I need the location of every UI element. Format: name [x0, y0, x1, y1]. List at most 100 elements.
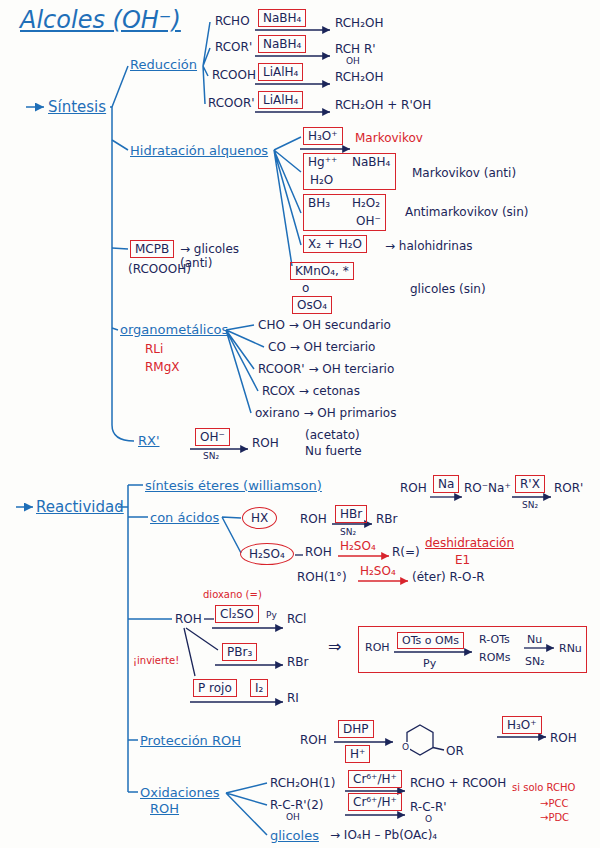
note-label: oxirano → OH primarios — [255, 406, 396, 420]
note-label: →PCC — [540, 798, 568, 810]
note-label: ¡invierte! — [133, 655, 179, 667]
drawn-stroke — [358, 580, 408, 581]
note-label: ROH — [550, 731, 577, 745]
reagent-text: ROMs — [479, 651, 511, 664]
drawn-stroke — [345, 790, 405, 791]
note-label: E1 — [455, 553, 470, 567]
reagent-box: I₂ — [250, 679, 268, 697]
reagent-box: ROHPyR-OTsROMsNuSN₂RNuOTs o OMs — [358, 626, 587, 673]
tree-lines — [16, 22, 301, 835]
reagent-text: BH₃ — [308, 196, 330, 210]
reagent-box: OsO₄ — [292, 296, 332, 314]
note-label: glicoles — [270, 828, 319, 843]
reagent-text: OsO₄ — [297, 298, 327, 312]
drawn-stroke — [345, 814, 405, 815]
reagent-text: ROH — [365, 641, 390, 654]
acid-arrows — [338, 556, 408, 581]
reagent-text: P rojo — [198, 681, 232, 695]
drawn-stroke — [300, 148, 350, 149]
reagent-text: HBr — [340, 507, 362, 521]
drawn-stroke — [190, 701, 283, 702]
note-label: CO → OH terciario — [268, 340, 375, 354]
reagent-box: LiAlH₄ — [258, 91, 303, 109]
reagent-text: RNu — [559, 642, 582, 655]
reagent-text: Hg⁺⁺ — [308, 155, 337, 169]
reagent-text: Nu — [527, 633, 542, 646]
note-label: o — [302, 281, 309, 295]
reagent-box: LiAlH₄ — [258, 63, 303, 81]
drawn-stroke — [512, 496, 551, 497]
note-label: SN₂ — [522, 500, 538, 511]
reagent-text: X₂ + H₂O — [308, 237, 362, 251]
reagent-text: Cl₂SO — [220, 607, 254, 621]
drawn-stroke — [274, 137, 301, 266]
note-label: → halohidrinas — [385, 239, 473, 253]
drawn-stroke — [203, 22, 210, 104]
note-label: RLi — [145, 342, 163, 356]
reagent-text: NaBH₄ — [263, 11, 301, 25]
note-label: Nu fuerte — [305, 444, 362, 458]
note-label: OR — [446, 744, 464, 758]
note-label: ROH — [150, 801, 179, 816]
note-label: RCH₂OH + R'OH — [335, 98, 431, 112]
drawn-stroke — [226, 783, 267, 835]
note-label: R(=) — [392, 545, 420, 559]
reagent-box: H⁺ — [345, 745, 370, 763]
note-label: RCH₂OH(1) — [270, 776, 335, 790]
note-label: → glicoles (anti) — [180, 242, 260, 270]
reagent-circle: H₂SO₄ — [240, 543, 294, 565]
drawn-stroke — [255, 55, 330, 56]
reagent-box: PBr₃ — [222, 643, 257, 661]
drawn-stroke — [184, 628, 218, 676]
note-label: Py — [266, 610, 277, 621]
reagent-text: H₃O⁺ — [308, 129, 338, 143]
drawn-stroke — [204, 618, 214, 619]
note-label: SN₂ — [203, 451, 219, 462]
note-label: organometálicos — [120, 322, 228, 337]
drawn-stroke — [255, 29, 330, 30]
note-label: ROH — [305, 545, 332, 559]
note-label: Markovikov (anti) — [412, 166, 516, 180]
note-label: OH — [286, 812, 300, 823]
drawn-stroke — [295, 554, 303, 555]
drawn-stroke — [407, 725, 433, 755]
reagent-text: Cr⁶⁺/H⁺ — [353, 772, 397, 786]
page-title: Alcoles (OH⁻) — [20, 6, 181, 34]
note-label: R-C-R'(2) — [270, 798, 324, 812]
reagent-box: MCPB — [130, 240, 174, 258]
note-label: Reducción — [130, 57, 197, 72]
reagent-text: H₃O⁺ — [507, 718, 537, 732]
reagent-box: NaBH₄ — [258, 9, 306, 27]
note-label: RBr — [376, 512, 398, 526]
drawn-stroke — [222, 517, 241, 553]
reagent-text: R'X — [520, 477, 540, 491]
reagent-box: OH⁻ — [195, 428, 230, 446]
reagent-box: HBr — [335, 505, 367, 523]
reagent-text: H₂SO₄ — [249, 547, 285, 561]
note-label: RCHO — [215, 14, 250, 28]
note-label: si solo RCHO — [512, 782, 575, 794]
note-label: RMgX — [145, 360, 180, 374]
reagent-box: H₃O⁺ — [502, 716, 542, 734]
reagent-box: NaBH₄ — [258, 35, 306, 53]
reagent-text: H⁺ — [350, 747, 365, 761]
reagent-circle: HX — [242, 507, 277, 529]
reagent-box: KMnO₄, * — [290, 262, 354, 280]
reagent-text: MCPB — [135, 242, 169, 256]
drawn-stroke — [334, 741, 393, 742]
note-label: ROH — [300, 733, 327, 747]
note-label: O — [425, 814, 432, 825]
reagent-box: H₃O⁺ — [303, 127, 343, 145]
note-label: H₂SO₄ — [340, 539, 376, 553]
note-label: Reactividad — [36, 499, 124, 516]
note-label: O — [401, 742, 410, 753]
reagent-text: H₂O₂ — [352, 196, 380, 210]
reagent-text: SN₂ — [525, 655, 545, 668]
drawn-stroke — [332, 523, 372, 524]
reagent-box: X₂ + H₂O — [303, 235, 367, 253]
drawn-stroke — [394, 651, 472, 652]
note-label: R-C-R' — [410, 800, 447, 814]
reagent-box: Na — [433, 475, 459, 493]
reagent-box: Cr⁶⁺/H⁺ — [348, 770, 402, 788]
reagent-text: OTs o OMs — [402, 634, 459, 647]
